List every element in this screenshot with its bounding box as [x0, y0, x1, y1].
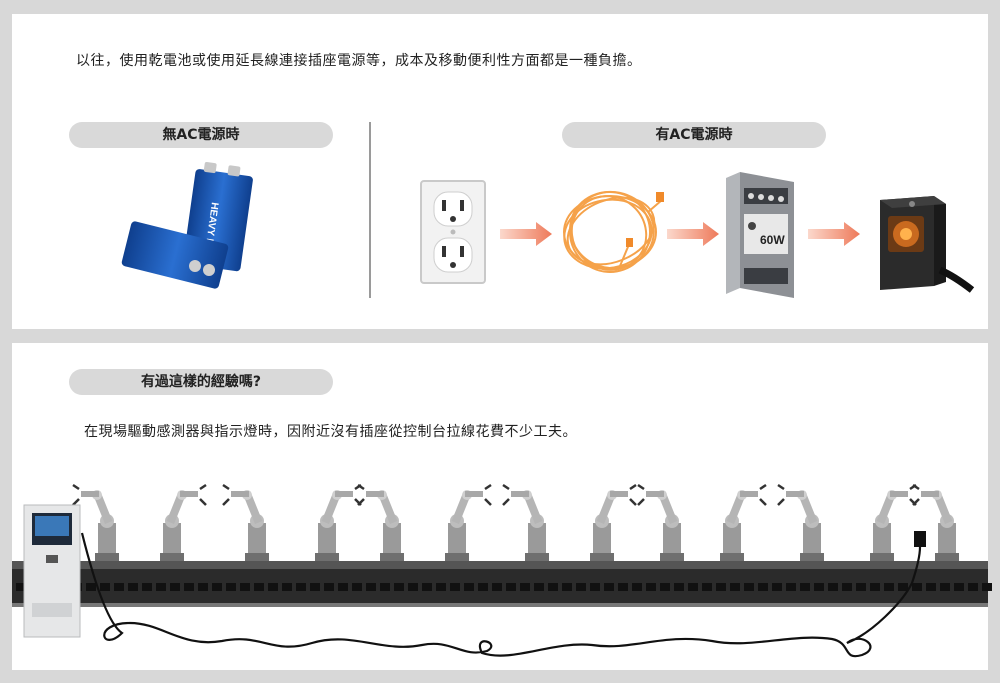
- battery-lying: [121, 221, 229, 289]
- robot-arm-icon: [870, 483, 917, 561]
- robot-arm-icon: [777, 483, 824, 561]
- arrow-icon-2: [667, 222, 719, 246]
- arrow-icon-3: [808, 222, 860, 246]
- control-button-icon: [46, 555, 58, 563]
- scene-description: 在現場驅動感測器與指示燈時，因附近沒有插座從控制台拉線花費不少工夫。: [84, 424, 577, 440]
- wattage-label: 60W: [760, 233, 785, 247]
- arrow-icon-1: [500, 222, 552, 246]
- control-screen-display: [35, 516, 69, 536]
- control-vent: [32, 603, 72, 617]
- no-ac-label: 無AC電源時: [69, 122, 333, 148]
- robot-arm-icon: [445, 483, 492, 561]
- robot-arm-icon: [590, 483, 637, 561]
- conveyor-bottom-rail: [12, 603, 988, 607]
- robot-arm-icon: [912, 483, 959, 561]
- ac-label: 有AC電源時: [562, 122, 826, 148]
- robot-arm-icon: [160, 483, 207, 561]
- sensor-icon: [880, 196, 975, 293]
- top-panel: 以往，使用乾電池或使用延長線連接插座電源等，成本及移動便利性方面都是一種負擔。 …: [12, 14, 988, 329]
- bottom-panel: 有過這樣的經驗嗎? 在現場驅動感測器與指示燈時，因附近沒有插座從控制台拉線花費不…: [12, 343, 992, 670]
- robot-arm-icon: [315, 483, 362, 561]
- battery-illustration: HEAVY DUTY: [121, 162, 253, 289]
- robot-arm-icon: [720, 483, 767, 561]
- factory-scene: [12, 483, 992, 658]
- robot-arm-icon: [637, 483, 684, 561]
- power-supply-icon: 60W: [726, 172, 794, 298]
- small-sensor-icon: [914, 531, 926, 547]
- conveyor-top-rail: [12, 561, 988, 569]
- robot-arm-icon: [222, 483, 269, 561]
- extension-cord-icon: [563, 190, 664, 273]
- intro-text: 以往，使用乾電池或使用延長線連接插座電源等，成本及移動便利性方面都是一種負擔。: [76, 53, 642, 69]
- robot-arm-icon: [72, 483, 119, 561]
- wall-outlet-icon: [420, 180, 486, 284]
- section-divider: [369, 122, 371, 298]
- robot-arm-icon: [502, 483, 549, 561]
- experience-label: 有過這樣的經驗嗎?: [69, 369, 333, 395]
- robot-arm-icon: [357, 483, 404, 561]
- tangled-cable: [80, 532, 922, 658]
